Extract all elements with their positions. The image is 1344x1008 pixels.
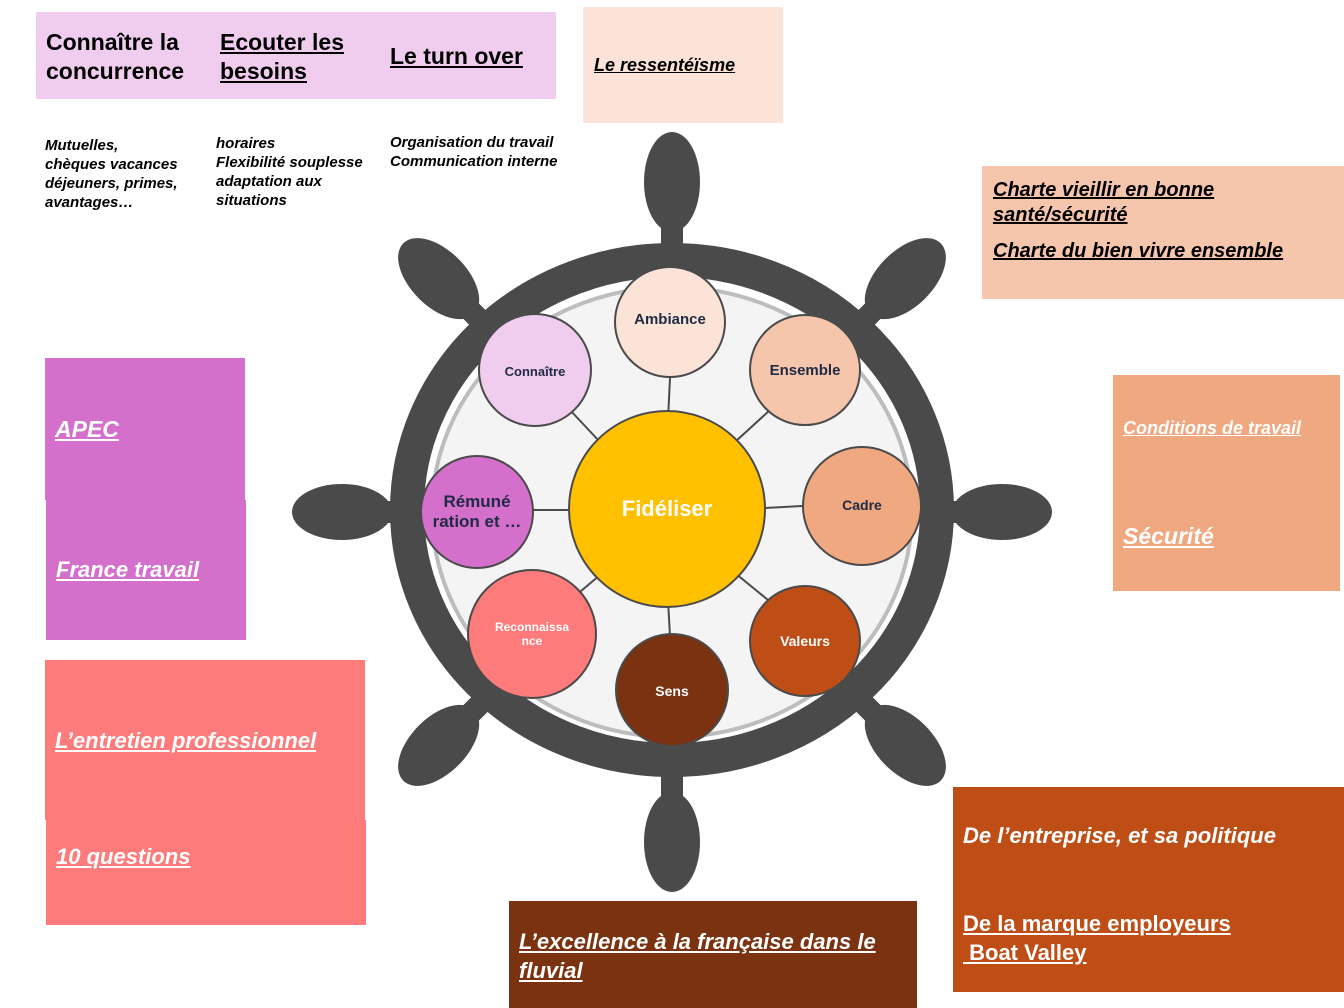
spoke-connaitre: [569, 409, 601, 443]
node-ensemble: [749, 314, 861, 426]
apec-link[interactable]: APEC: [55, 416, 119, 442]
dix-questions-link[interactable]: 10 questions: [56, 844, 191, 869]
entretien-box: [45, 660, 365, 820]
node-reconnaissance: [467, 569, 597, 699]
securite-link[interactable]: Sécurité: [1123, 523, 1214, 549]
spoke-valeurs: [734, 572, 769, 601]
node-connaitre: [478, 313, 592, 427]
node-center: [568, 410, 766, 608]
node-sens: [615, 633, 729, 747]
entretien-professionnel-link[interactable]: L’entretien professionnel: [55, 728, 317, 753]
excellence-link[interactable]: L’excellence à la française dans le fluv…: [519, 929, 876, 983]
top-header-band: [36, 12, 556, 99]
top-col2-details: horaires Flexibilité souplesse adaptatio…: [216, 135, 363, 209]
sens-label: Sens: [655, 683, 689, 699]
ressenteisme-box: [583, 7, 783, 123]
node-remuneration: [420, 455, 534, 569]
entreprise-politique-text: De l’entreprise, et sa politique: [963, 823, 1276, 848]
top-col3-details: Organisation du travail Communication in…: [390, 134, 558, 170]
ambiance-label: Ambiance: [634, 310, 706, 328]
cadre-label: Cadre: [842, 497, 882, 513]
france-travail-link[interactable]: France travail: [56, 557, 200, 582]
top-col1-details: Mutuelles, chèques vacances déjeuners, p…: [45, 137, 178, 211]
france-travail-box: [46, 500, 246, 640]
top-col2-title: Ecouter les besoins: [220, 29, 344, 84]
entreprise-box: [953, 787, 1344, 992]
node-ambiance: [614, 266, 726, 378]
ressenteisme-link[interactable]: Le ressentéïsme: [594, 55, 736, 75]
connaitre-label: Connaître: [504, 363, 566, 379]
valeurs-label: Valeurs: [780, 633, 830, 649]
conditions-travail-link[interactable]: Conditions de travail: [1123, 418, 1302, 438]
top-col1-title: Connaître la concurrence: [46, 29, 185, 84]
questions-box: [46, 820, 366, 925]
marque-employeurs-link[interactable]: De la marque employeurs: [963, 911, 1231, 936]
charte-vieillir-link[interactable]: Charte vieillir en bonne santé/sécurité: [993, 179, 1215, 226]
remuneration-label: Rémuné ration et …: [432, 492, 522, 531]
spoke-ensemble: [734, 409, 771, 443]
spoke-cadre: [764, 505, 803, 509]
node-valeurs: [749, 585, 861, 697]
charte-box: [982, 166, 1344, 299]
center-label: Fidéliser: [621, 496, 713, 521]
charte-vivre-ensemble-link[interactable]: Charte du bien vivre ensemble: [993, 240, 1284, 262]
wheel-rim: [390, 243, 954, 777]
top-col3-title: Le turn over: [390, 43, 523, 69]
apec-box: [45, 358, 245, 500]
conditions-box: [1113, 375, 1340, 591]
reconnaissance-label: Reconnaissa nce: [494, 620, 570, 648]
node-cadre: [802, 446, 922, 566]
excellence-box: [509, 901, 917, 1008]
boat-valley-link[interactable]: Boat Valley: [963, 940, 1087, 965]
ensemble-label: Ensemble: [769, 361, 841, 379]
